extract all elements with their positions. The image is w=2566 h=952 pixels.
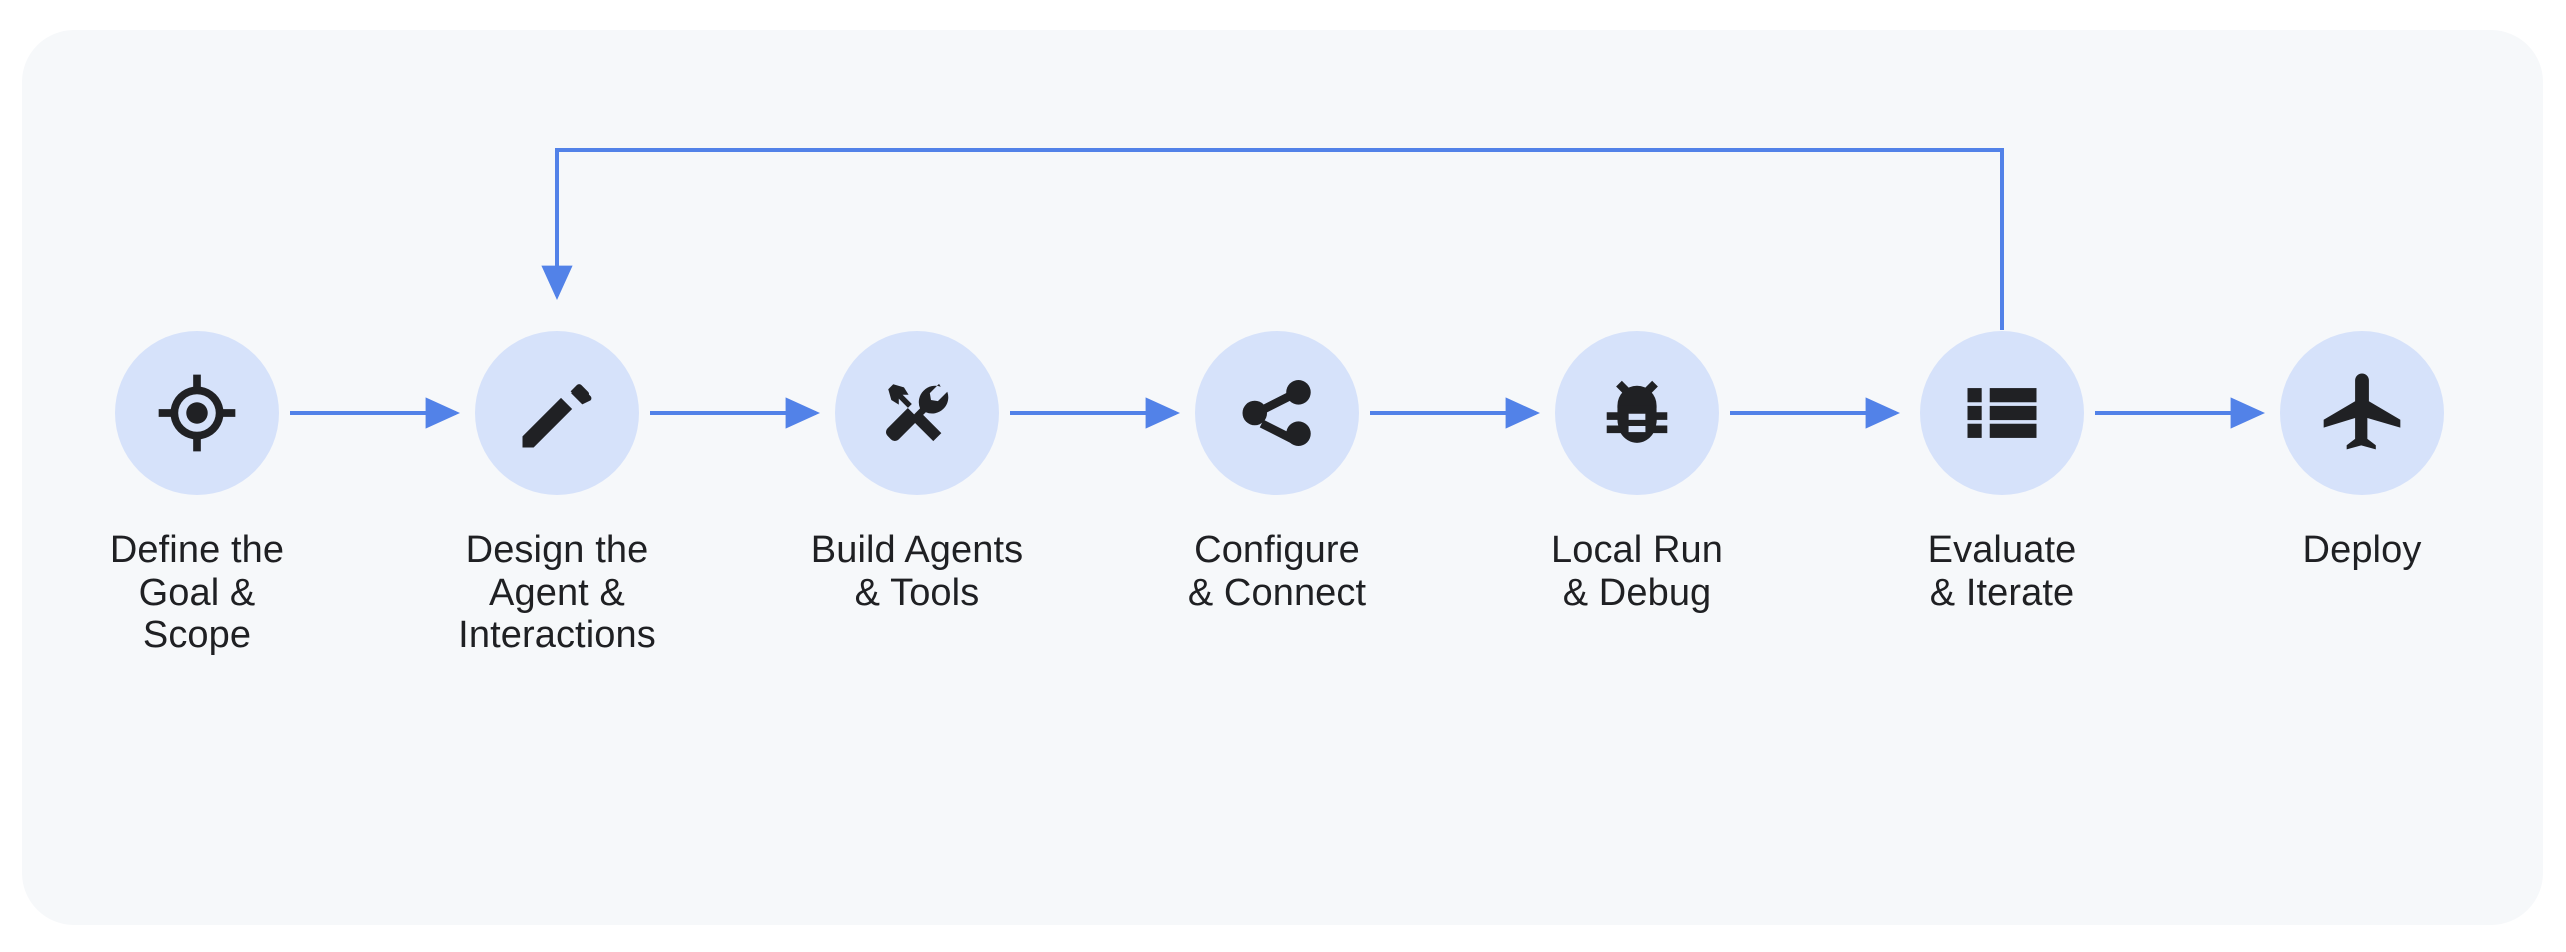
node-label: Build Agents & Tools — [810, 529, 1024, 614]
bug-icon — [1591, 367, 1683, 459]
node-circle[interactable] — [1555, 331, 1719, 495]
share-icon — [1231, 367, 1323, 459]
node-local-run-debug[interactable]: Local Run & Debug — [1472, 331, 1802, 614]
node-label: Configure & Connect — [1187, 529, 1367, 614]
airplane-icon — [2316, 367, 2408, 459]
node-circle[interactable] — [1920, 331, 2084, 495]
feedback-loop-arrow — [541, 148, 2004, 330]
list-icon — [1956, 367, 2048, 459]
tools-icon — [871, 367, 963, 459]
node-label: Define the Goal & Scope — [109, 529, 285, 657]
node-circle[interactable] — [835, 331, 999, 495]
node-circle[interactable] — [1195, 331, 1359, 495]
node-label: Design the Agent & Interactions — [458, 529, 656, 657]
node-deploy[interactable]: Deploy — [2197, 331, 2527, 572]
node-label: Deploy — [2302, 529, 2422, 571]
node-label: Evaluate & Iterate — [1927, 529, 2077, 614]
pencil-icon — [511, 367, 603, 459]
node-label: Local Run & Debug — [1550, 529, 1723, 614]
node-design-agent[interactable]: Design the Agent & Interactions — [392, 331, 722, 657]
node-circle[interactable] — [475, 331, 639, 495]
node-circle[interactable] — [2280, 331, 2444, 495]
node-configure-connect[interactable]: Configure & Connect — [1112, 331, 1442, 614]
node-circle[interactable] — [115, 331, 279, 495]
node-define-goal-scope[interactable]: Define the Goal & Scope — [32, 331, 362, 657]
target-icon — [151, 367, 243, 459]
node-evaluate-iterate[interactable]: Evaluate & Iterate — [1837, 331, 2167, 614]
node-build-agents-tools[interactable]: Build Agents & Tools — [752, 331, 1082, 614]
